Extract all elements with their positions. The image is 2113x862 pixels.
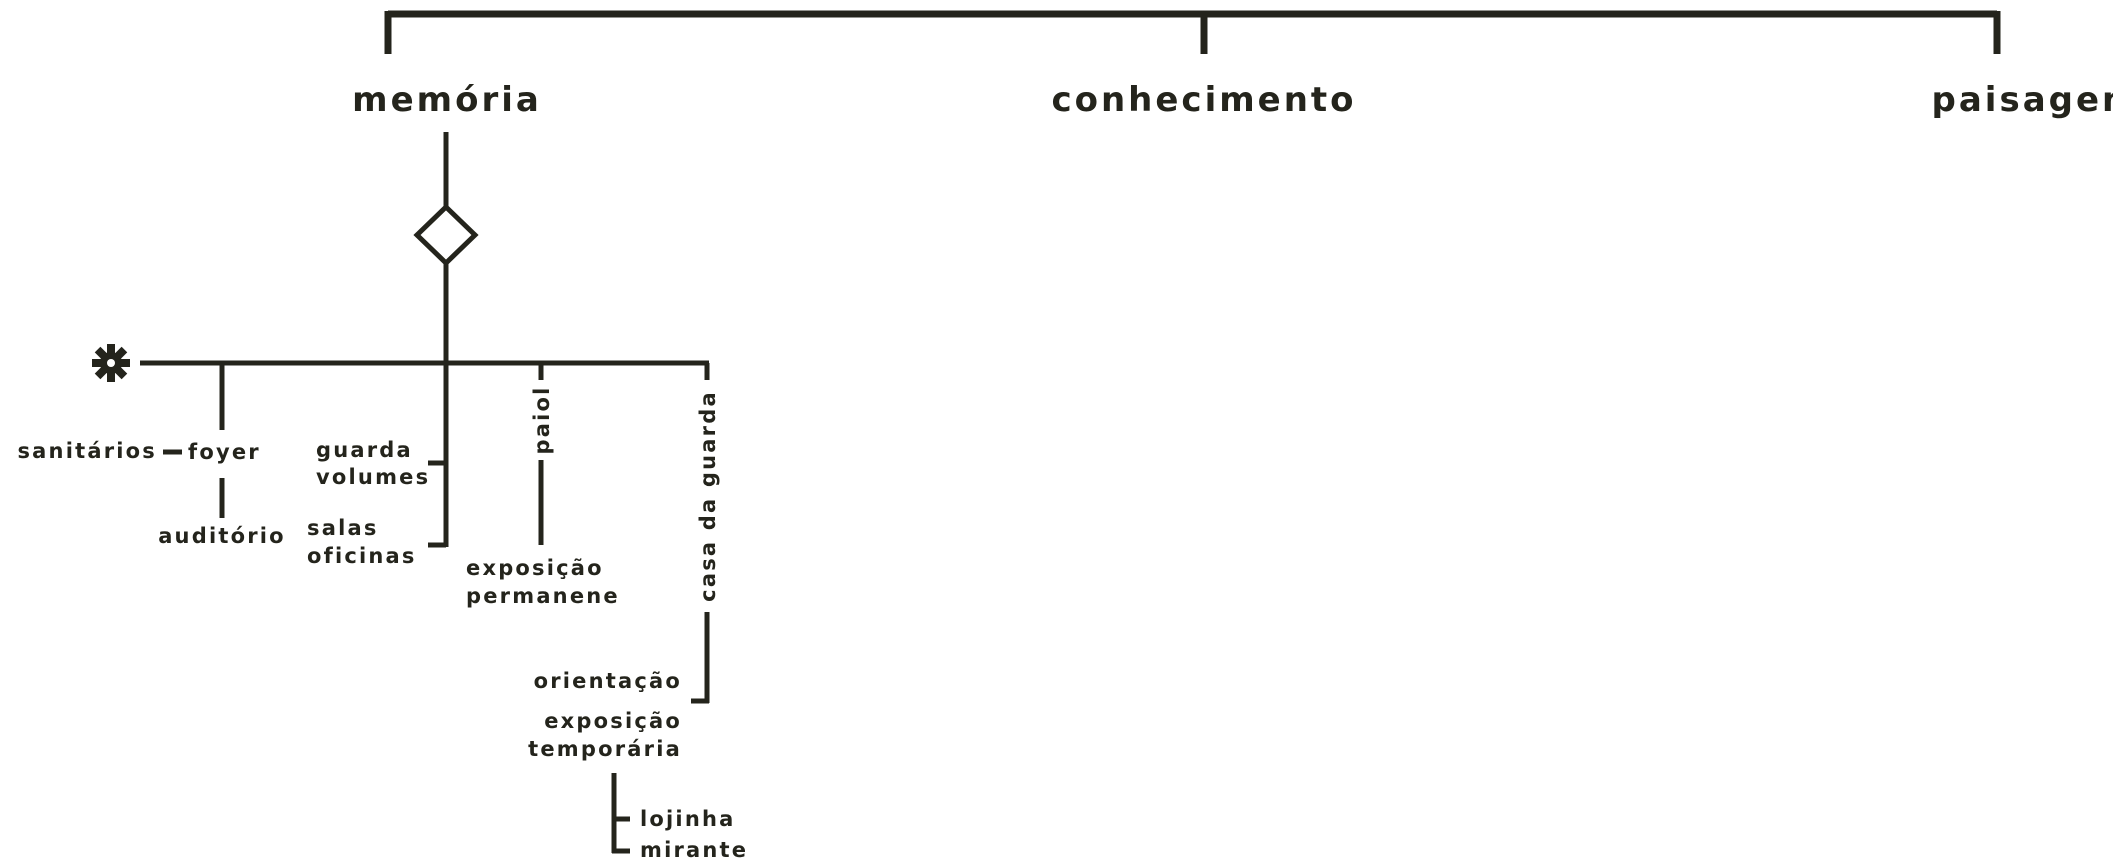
label-guarda: guarda (316, 438, 413, 462)
label-foyer: foyer (188, 440, 261, 464)
diamond-icon (413, 203, 479, 267)
label-lojinha: lojinha (640, 807, 736, 831)
label-exposicao-permanente-1: exposição (466, 556, 604, 580)
branch-foyer: sanitários foyer auditório (17, 363, 286, 548)
label-mirante: mirante (640, 838, 748, 862)
branch-guarda-volumes: guarda volumes salas oficinas (307, 363, 449, 568)
heading-paisagem: paisagem (1932, 80, 2113, 120)
branch-casa-da-guarda: casa da guarda orientação exposição temp… (528, 363, 720, 761)
label-casa-da-guarda: casa da guarda (696, 390, 720, 602)
branch-paiol: paiol exposição permanene (466, 363, 620, 608)
label-paiol: paiol (530, 385, 554, 454)
label-auditorio: auditório (158, 524, 286, 548)
branch-lojinha-mirante: lojinha mirante (611, 773, 748, 862)
heading-memoria: memória (352, 80, 542, 120)
label-exposicao-temporaria-1: exposição (544, 709, 682, 733)
heading-conhecimento: conhecimento (1051, 80, 1356, 120)
label-salas: salas (307, 516, 379, 540)
label-orientacao: orientação (534, 669, 682, 693)
gear-icon (92, 344, 130, 382)
label-sanitarios: sanitários (17, 439, 157, 463)
label-volumes: volumes (316, 465, 430, 489)
label-exposicao-permanente-2: permanene (466, 584, 620, 608)
label-exposicao-temporaria-2: temporária (528, 737, 682, 761)
label-oficinas: oficinas (307, 544, 417, 568)
top-bracket (384, 10, 2001, 54)
